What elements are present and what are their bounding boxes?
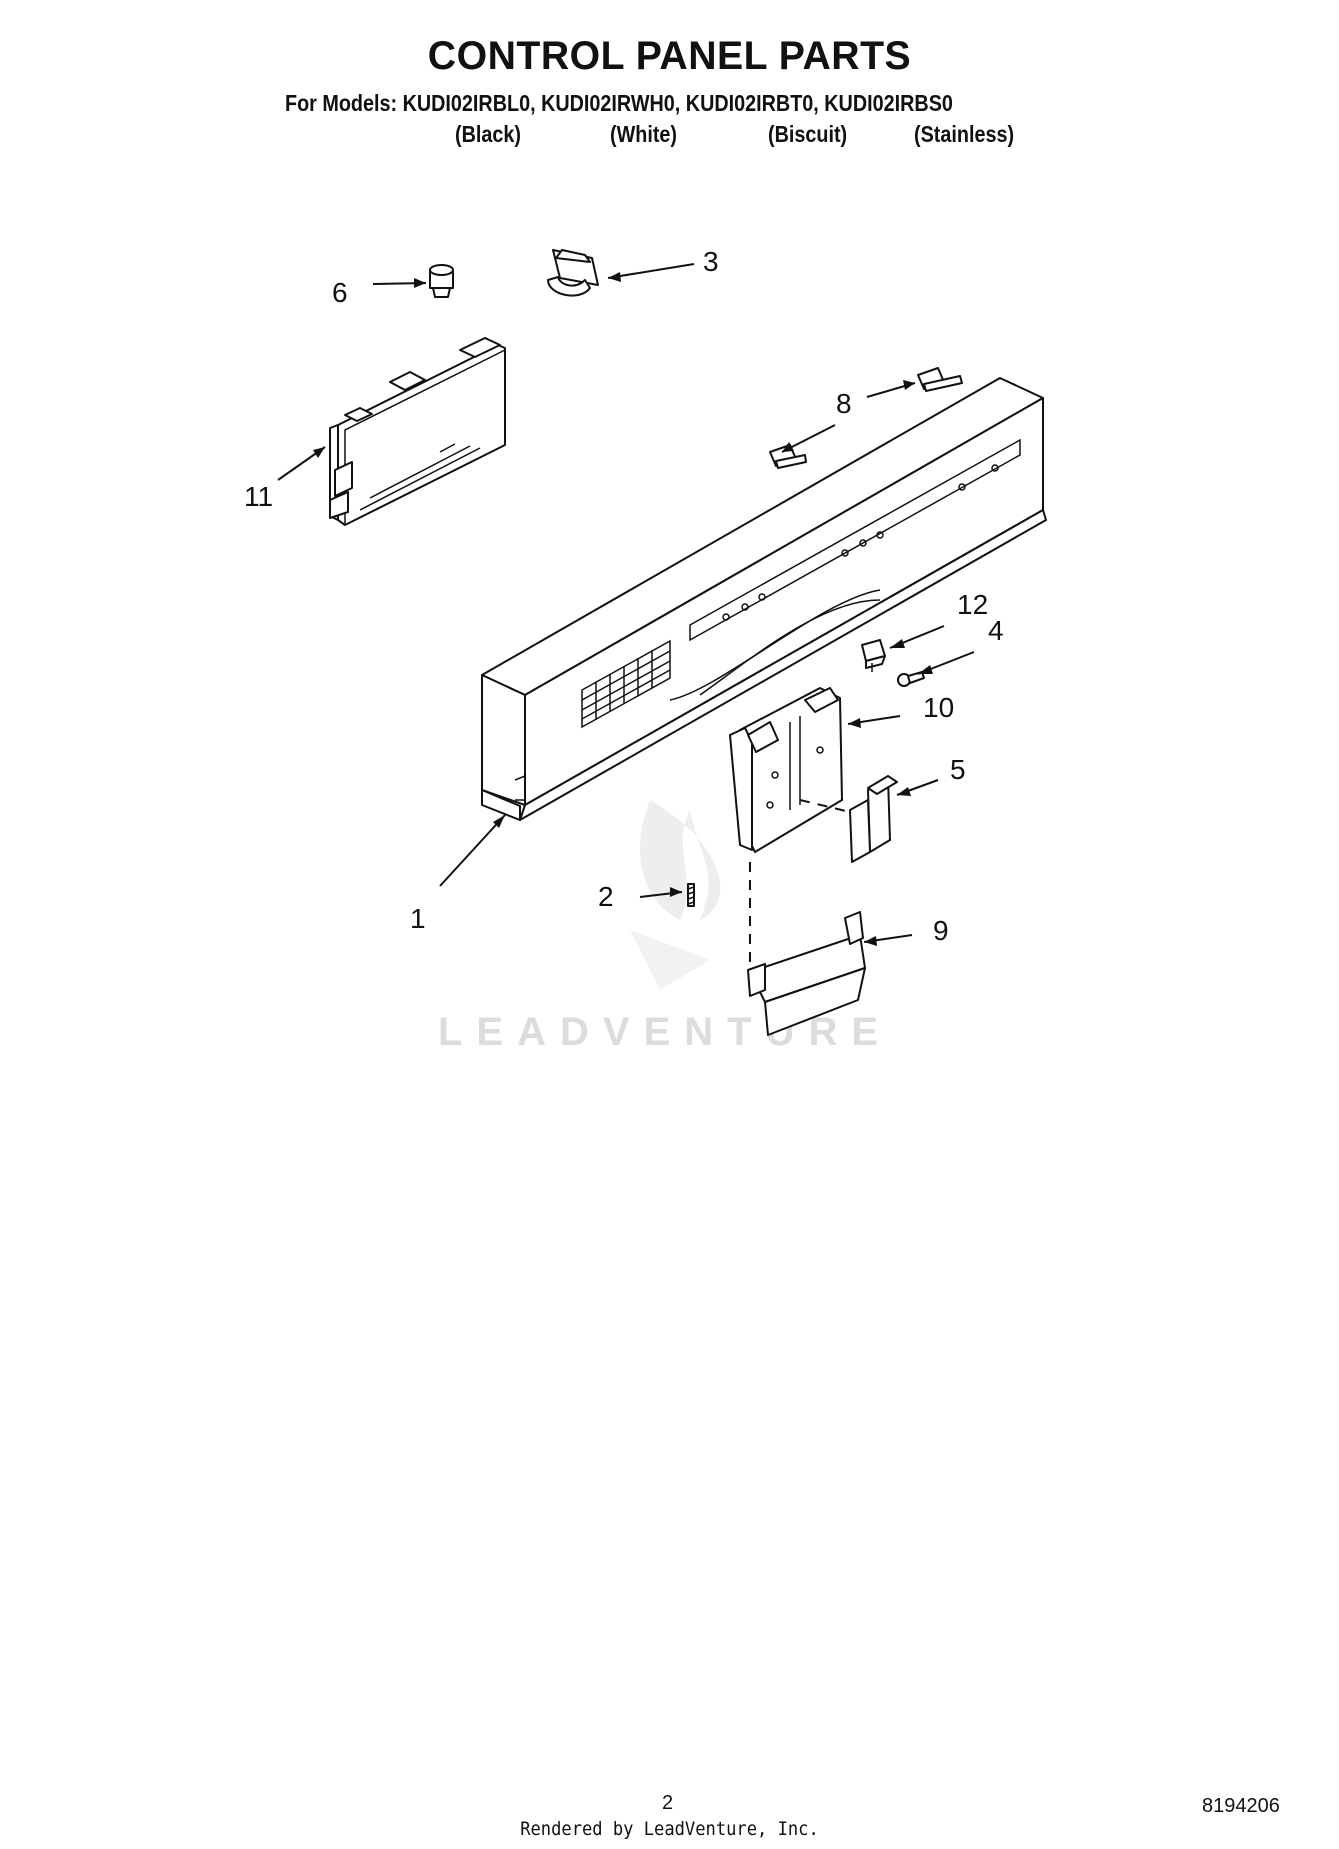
rendered-by-footer: Rendered by LeadVenture, Inc. bbox=[520, 1818, 819, 1840]
model-list: For Models: KUDI02IRBL0, KUDI02IRWH0, KU… bbox=[285, 90, 953, 116]
callout-1: 1 bbox=[410, 903, 426, 934]
part-9-lower-bracket bbox=[747, 911, 866, 1036]
part-10-bracket bbox=[729, 687, 843, 853]
callout-6: 6 bbox=[332, 277, 348, 308]
document-id: 8194206 bbox=[1202, 1795, 1280, 1817]
variant-stainless: (Stainless) bbox=[914, 121, 1015, 147]
part-1-control-panel bbox=[481, 377, 1047, 821]
variant-biscuit: (Biscuit) bbox=[768, 121, 848, 147]
callout-12: 12 bbox=[957, 589, 989, 620]
part-5-side-bracket bbox=[849, 775, 898, 863]
callout-10: 10 bbox=[923, 692, 955, 723]
callout-3: 3 bbox=[703, 246, 719, 277]
part-12-switch bbox=[861, 639, 886, 672]
callout-5: 5 bbox=[950, 754, 966, 785]
alignment-line-2 bbox=[799, 799, 851, 813]
page-number: 2 bbox=[662, 1792, 674, 1814]
callout-11: 11 bbox=[244, 481, 274, 512]
callout-9: 9 bbox=[933, 915, 949, 946]
callout-8: 8 bbox=[836, 388, 852, 419]
part-11-control-board bbox=[329, 337, 506, 526]
part-4-screw bbox=[897, 671, 925, 687]
callout-4: 4 bbox=[988, 615, 1004, 646]
leader-lines bbox=[277, 263, 975, 946]
part-3-clip bbox=[547, 249, 599, 297]
page-title: CONTROL PANEL PARTS bbox=[427, 34, 912, 78]
part-8-screw-upper bbox=[917, 367, 963, 392]
part-6-button-cap bbox=[429, 264, 454, 298]
callout-2: 2 bbox=[598, 881, 614, 912]
variant-black: (Black) bbox=[455, 121, 521, 147]
part-2-spring bbox=[687, 883, 695, 907]
watermark-logo bbox=[630, 800, 721, 990]
variant-white: (White) bbox=[610, 121, 678, 147]
